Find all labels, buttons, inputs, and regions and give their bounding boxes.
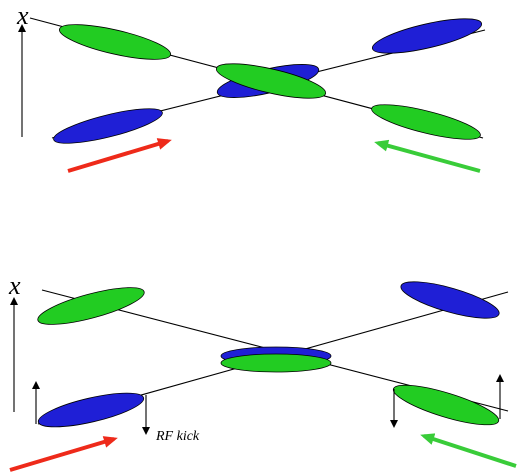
bottom-panel: x RF kick xyxy=(8,271,517,472)
bottom-green-bunch-upper-left xyxy=(37,287,145,325)
top-x-axis-label: x xyxy=(16,1,29,30)
top-panel: x xyxy=(16,1,486,173)
bottom-green-bunch-center xyxy=(220,353,332,373)
bottom-green-bunch-lower-right xyxy=(392,384,500,426)
bottom-blue-bunch-lower-left xyxy=(37,392,145,428)
bottom-green-beam-arrow xyxy=(420,433,517,468)
top-blue-bunch-upper-right xyxy=(371,18,483,54)
bottom-x-axis-label: x xyxy=(8,271,21,300)
bottom-red-beam-arrow xyxy=(9,436,118,472)
top-green-bunch-upper-left xyxy=(58,24,172,60)
bottom-rf-kick-label: RF kick xyxy=(155,429,200,444)
top-red-beam-arrow xyxy=(67,138,172,173)
top-blue-bunch-lower-left xyxy=(53,108,163,144)
top-green-beam-arrow xyxy=(374,139,481,173)
top-green-bunch-lower-right xyxy=(371,104,481,140)
bottom-blue-bunch-upper-right xyxy=(400,281,500,319)
top-green-bunch-center xyxy=(215,63,327,99)
